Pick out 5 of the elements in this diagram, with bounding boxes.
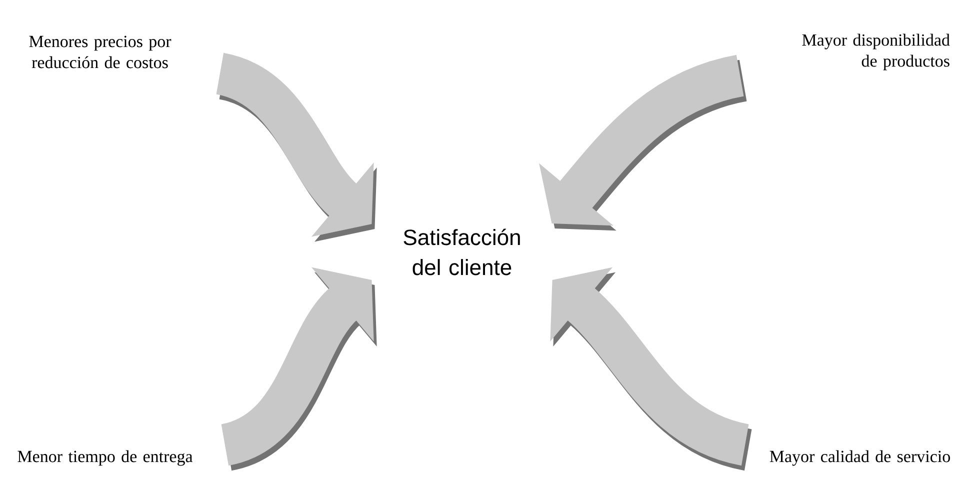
center-label: Satisfacción del cliente [404, 228, 520, 276]
corner-label: Menores precios por reducción de costos [29, 36, 172, 68]
corner-label: Mayor disponibilidad de productos [802, 34, 950, 70]
corner-label: Menor tiempo de entrega [18, 450, 193, 466]
corner-label: Mayor calidad de servicio [770, 450, 950, 466]
